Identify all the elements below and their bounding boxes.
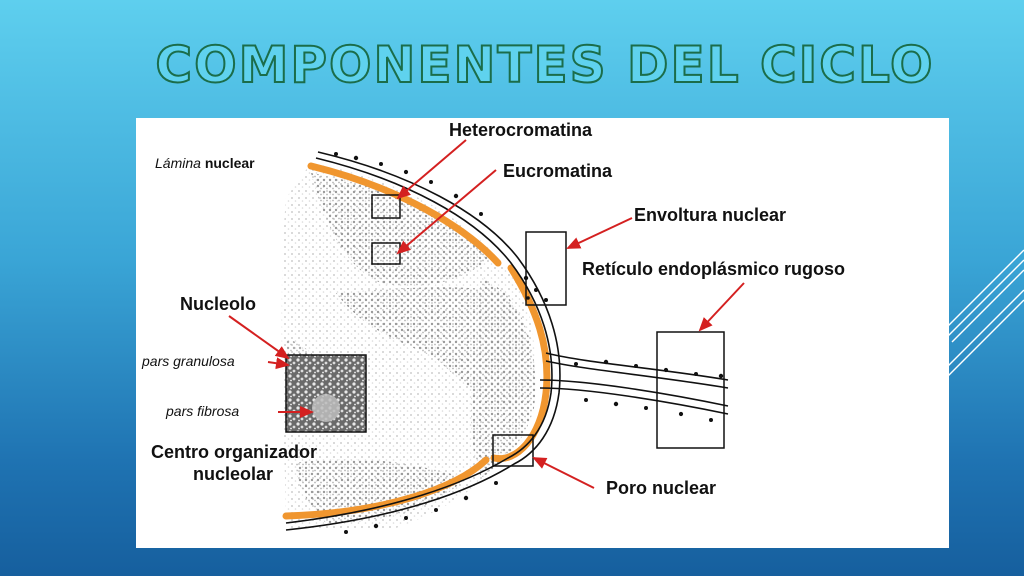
label-eucromatina: Eucromatina xyxy=(503,161,613,181)
heterochromatin-right xyxy=(471,278,536,478)
pointer-arrows xyxy=(228,139,745,489)
nucleus-diagram: Heterocromatina Eucromatina Lámina nucle… xyxy=(136,118,949,548)
er-box xyxy=(656,331,725,449)
label-lamina-nuclear: Lámina nuclear xyxy=(155,155,255,171)
label-envoltura: Envoltura nuclear xyxy=(634,205,787,225)
slide-title: COMPONENTES DEL CICLO xyxy=(154,35,935,95)
label-poro: Poro nuclear xyxy=(606,478,717,498)
decorative-lines xyxy=(944,249,1024,377)
er-upper xyxy=(545,352,729,381)
envelope-inner xyxy=(285,157,553,524)
er-upper2 xyxy=(545,360,729,389)
er-lower2 xyxy=(539,387,729,415)
fibrillar-center xyxy=(312,394,340,422)
label-pars-fibrosa: pars fibrosa xyxy=(166,403,240,419)
heterochromatin-box xyxy=(371,194,401,219)
label-nucleolo: Nucleolo xyxy=(180,294,257,314)
label-lamina-bold: nuclear xyxy=(204,155,255,171)
heterochromatin-bottom xyxy=(296,458,466,523)
heterochromatin-top xyxy=(311,173,491,287)
label-lamina-italic: Lámina xyxy=(155,155,201,171)
nucleus-illustration xyxy=(228,139,745,534)
envelope-outer xyxy=(285,151,561,531)
er-lower xyxy=(539,379,729,407)
ribosomes xyxy=(334,152,724,534)
pore-box xyxy=(492,434,534,467)
label-centro-line2: nucleolar xyxy=(193,464,274,484)
label-centro-line1: Centro organizador xyxy=(151,442,318,462)
label-reticulo: Retículo endoplásmico rugoso xyxy=(582,259,846,279)
envelope-box xyxy=(525,231,567,306)
label-pars-granulosa: pars granulosa xyxy=(142,353,235,369)
label-heterocromatina: Heterocromatina xyxy=(449,120,593,140)
nucleolus-box xyxy=(285,354,367,433)
